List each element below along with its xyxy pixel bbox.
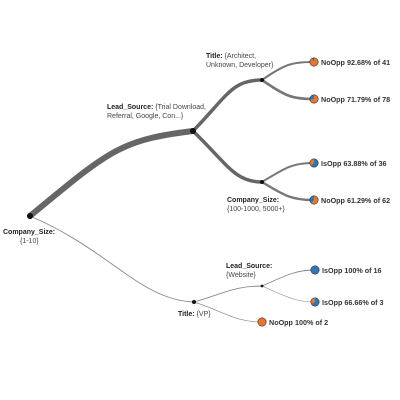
node-feature-title-1: Title: [206,53,223,60]
node-label-title-2: Title: {VP} [178,310,211,319]
node-label-lead-source-2: Lead_Source: {Website} [226,262,272,280]
node-company-size-2 [260,180,264,184]
edge-company-size-leaf-4 [260,180,315,202]
leaf-pie-majority-1 [309,57,319,67]
node-label-title-1: Title: {Architect, Unknown, Developer} [206,52,273,70]
edge-lead-source-leaf-6 [261,285,316,303]
leaf-pie-7 [257,317,267,327]
tree-nodes [27,78,264,304]
leaf-pie-1 [309,57,319,67]
leaf-label-3: IsOpp 63.88% of 36 [321,159,387,168]
leaf-pies [257,57,320,327]
leaf-pie-3 [309,158,319,168]
leaf-label-6: IsOpp 66.66% of 3 [322,298,384,307]
node-feature-lead-source-1: Lead_Source: [107,104,154,111]
leaf-pie-outline-7 [257,317,267,327]
leaf-pie-5 [310,265,320,275]
tree-edges [27,61,316,323]
node-lead-source-1 [190,128,196,134]
node-values-root: {1-10} [20,238,39,245]
node-root [27,213,33,219]
edge-lead-source-company-size [191,129,264,184]
leaf-pie-majority-6 [311,297,320,307]
leaf-label-7: NoOpp 100% of 2 [269,318,328,327]
node-values-lead-source-2: {Website} [226,272,256,279]
leaf-pie-outline-2 [309,94,319,104]
leaf-label-5: IsOpp 100% of 16 [322,266,382,275]
node-values-title-2: {VP} [196,311,211,318]
leaf-pie-4 [309,195,319,205]
node-label-lead-source-1: Lead_Source: {Trial Download, Referral, … [107,103,206,121]
leaf-labels: NoOpp 92.68% of 41 NoOpp 71.79% of 78 Is… [269,58,390,327]
node-feature-root: Company_Size: [3,229,56,236]
node-label-company-size-2: Company_Size: {100-1000, 5000+} [227,196,285,214]
node-values-company-size-2: {100-1000, 5000+} [227,206,285,213]
leaf-label-1: NoOpp 92.68% of 41 [321,58,390,67]
leaf-pie-outline-6 [310,297,320,307]
node-title-1 [260,78,264,82]
node-values-lead-source-1: {Trial Download, [155,104,206,111]
leaf-pie-outline-5 [310,265,320,275]
leaf-pie-outline-3 [309,158,319,168]
node-label-root: Company_Size: {1-10} [3,228,55,246]
edge-title-vp-lead-source [193,285,263,303]
node-feature-lead-source-2: Lead_Source: [226,263,273,270]
leaf-pie-6 [310,297,320,307]
leaf-pie-outline-4 [309,195,319,205]
edge-root-lead-source [27,128,196,219]
leaf-pie-majority-3 [310,158,319,168]
edge-title-leaf-2 [260,78,315,101]
edge-lead-source-title [191,78,264,133]
edge-title-leaf-1 [261,61,314,81]
leaf-pie-majority-7 [257,317,267,327]
leaf-pie-majority-5 [310,265,320,275]
node-feature-title-2: Title: [178,311,195,318]
edge-lead-source-leaf-5 [261,269,316,287]
edge-root-title-vp [29,215,195,303]
node-lead-source-2 [260,284,264,288]
leaf-pie-2 [309,94,319,104]
leaf-label-4: NoOpp 61.29% of 62 [321,196,390,205]
leaf-pie-outline-1 [309,57,319,67]
edge-title-vp-leaf-7 [193,301,263,323]
leaf-pie-majority-4 [311,195,319,205]
node-values2-lead-source-1: Referral, Google, Con...} [107,113,184,120]
node-values-title-1: {Architect, [224,53,257,60]
node-title-2 [192,300,196,304]
leaf-pie-majority-2 [309,94,319,104]
node-values2-title-1: Unknown, Developer} [206,62,274,69]
edge-company-size-leaf-3 [261,162,314,183]
node-feature-company-size-2: Company_Size: [227,197,280,204]
leaf-label-2: NoOpp 71.79% of 78 [321,95,390,104]
